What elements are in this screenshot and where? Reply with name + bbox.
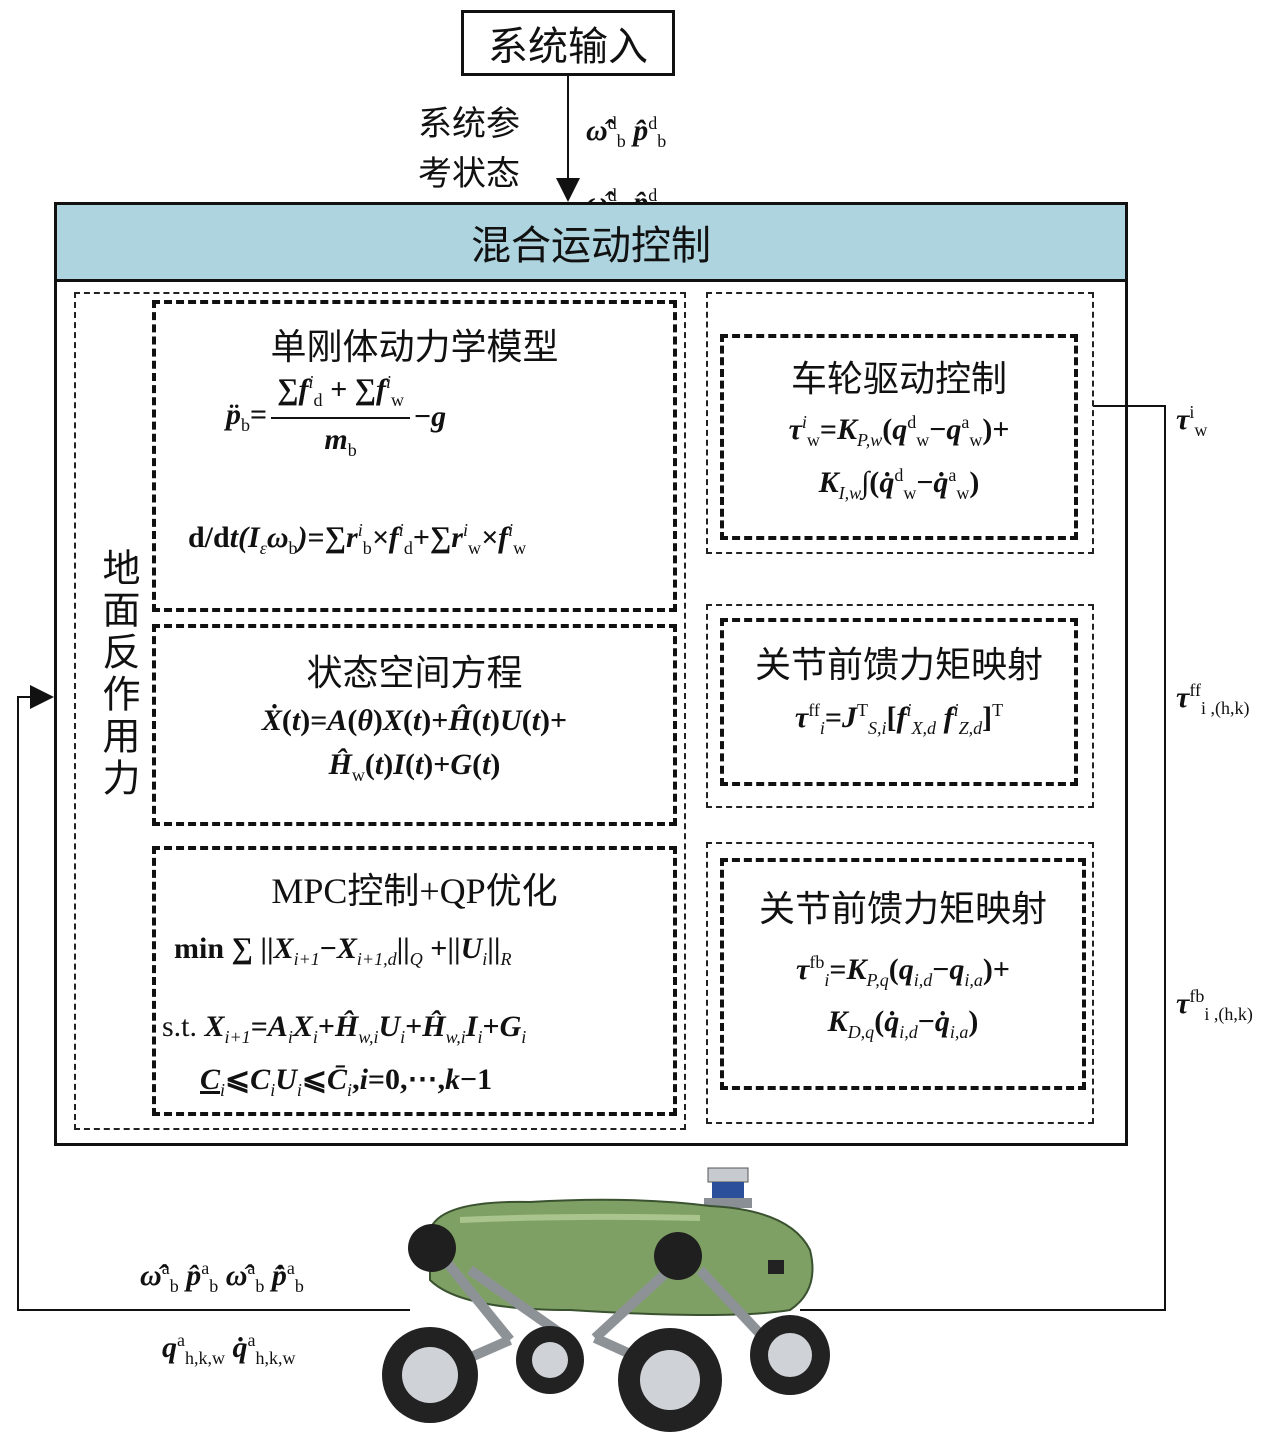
- system-input-label: 系统输入: [488, 24, 648, 69]
- mpc-qp-block: MPC控制+QP优化 min ∑ ||Xi+1−Xi+1,d||Q +||Ui|…: [152, 846, 677, 1116]
- ground-reaction-force-label: 地面反作用力: [96, 548, 138, 800]
- tau-ff-label: τffi ,(h,k): [1176, 680, 1250, 718]
- wheel-equation-1: τiw=KP,w(qdw−qaw)+: [788, 412, 1010, 450]
- mpc-equation-3: Ci⩽CiUi⩽C̄i,i=0,⋯,k−1: [200, 1063, 493, 1100]
- joint-fb-title: 关节前馈力矩映射: [758, 889, 1047, 929]
- joint-fb-panel: [706, 842, 1094, 1124]
- control-frame: [54, 280, 1128, 1146]
- wheeled-legged-robot-illustration: [382, 1167, 830, 1432]
- feedback-symbols-line1: ω̂̂ab p̂ab ω̂ab p̂̇ab: [140, 1258, 304, 1296]
- hybrid-motion-control-header: 混合运动控制: [54, 202, 1128, 282]
- joint-ff-title: 关节前馈力矩映射: [754, 645, 1043, 685]
- srb-title: 单刚体动力学模型: [270, 327, 559, 367]
- joint-ff-equation: τffi=JTS,i[fiX,d fiZ,d]T: [794, 700, 1004, 738]
- srb-dynamics-block: 单刚体动力学模型 p̈b= ∑fid + ∑fiw mb −g d/dt(Iεω…: [152, 300, 677, 612]
- state-space-equation-2: Ĥw(t)I(t)+G(t): [328, 748, 501, 785]
- system-input-box: 系统输入: [461, 10, 675, 76]
- ref-symbol-line1: ω̂̂db p̂̂db: [586, 113, 667, 151]
- feedback-symbols-line2: qah,k,w q̇ah,k,w: [162, 1330, 296, 1368]
- joint-fb-equation-1: τfbi=KP,q(qi,d−qi,a)+: [796, 952, 1010, 990]
- header-title: 混合运动控制: [471, 223, 711, 268]
- tau-fb-label: τfbi ,(h,k): [1176, 986, 1253, 1024]
- joint-fb-equation-2: KD,q(q̇i,d−q̇i,a): [827, 1005, 979, 1042]
- state-space-title: 状态空间方程: [306, 653, 523, 693]
- mpc-equation-1: min ∑ ||Xi+1−Xi+1,d||Q +||Ui||R: [174, 932, 512, 969]
- left-panel: [74, 292, 686, 1130]
- joint-ff-block: 关节前馈力矩映射 τffi=JTS,i[fiX,d fiZ,d]T: [720, 618, 1078, 786]
- joint-ff-panel: [706, 604, 1094, 808]
- joint-fb-block: 关节前馈力矩映射 τfbi=KP,q(qi,d−qi,a)+ KD,q(q̇i,…: [720, 858, 1086, 1090]
- state-space-equation-1: Ẋ(t)=A(θ)X(t)+Ĥ(t)U(t)+: [261, 704, 568, 737]
- mpc-title: MPC控制+QP优化: [271, 871, 558, 911]
- wheel-equation-2: KI,w∫(q̇dw−q̇aw): [818, 465, 980, 503]
- wheel-control-block: 车轮驱动控制 τiw=KP,w(qdw−qaw)+ KI,w∫(q̇dw−q̇a…: [720, 334, 1078, 540]
- srb-equation-2: d/dt(Iεωb)=∑rib×fid+∑riw×fiw: [188, 520, 527, 558]
- srb-equation-1: p̈b= ∑fid + ∑fiw mb −g: [226, 372, 447, 460]
- mpc-equation-2: s.t. Xi+1=AiXi+Ĥw,iUi+Ĥw,iIi+Gi: [162, 1010, 527, 1047]
- wheel-title: 车轮驱动控制: [790, 359, 1007, 399]
- state-space-block: 状态空间方程 Ẋ(t)=A(θ)X(t)+Ĥ(t)U(t)+ Ĥw(t)I(t)…: [152, 624, 677, 826]
- reference-state-label: 系统参 考状态: [418, 106, 520, 193]
- wheel-panel: [706, 292, 1094, 554]
- tau-w-label: τiw: [1176, 402, 1208, 440]
